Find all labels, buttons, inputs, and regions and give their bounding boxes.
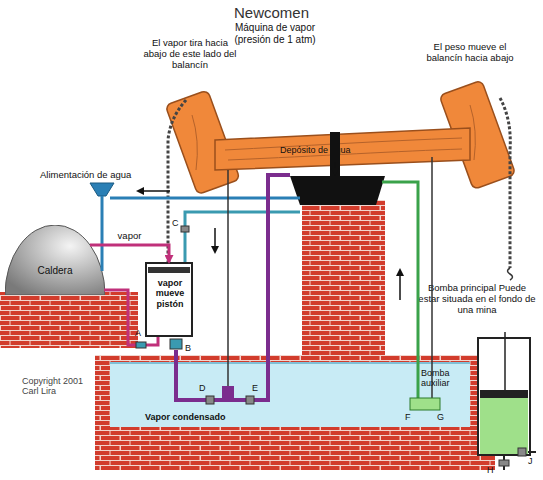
flow-arrow [214,228,216,252]
valve-letter: C [172,218,182,228]
pond-brick-base [95,355,495,470]
valve-letter: J [528,456,540,466]
valve [206,396,214,404]
part-label: Bomba auxiliar [421,368,476,389]
plug-bucket [222,386,234,398]
dome-shape [5,225,105,295]
dome-outline [5,225,105,295]
valve-letter: E [252,383,262,393]
left-chain [168,100,186,264]
beam-grain [225,138,462,160]
diagram-title: Newcomen [0,4,543,21]
feed-funnel [90,183,114,196]
annotation: El vapor tira hacia abajo de este lado d… [140,38,240,71]
condensate-pond: Vapor condensado [110,362,470,427]
valve-letter: F [405,412,415,422]
feed-pipe [110,197,300,200]
subtitle: Máquina de vapor (presión de 1 atm) [225,22,325,45]
valve [170,339,182,349]
pointer-arrow [334,162,336,174]
main-pump-cylinder [478,338,530,455]
water-tank [290,176,385,205]
aux-pump-rod [431,157,433,398]
copyright-note: Copyright 2001 Carl Lira [22,376,102,397]
node-label: Caldera [5,265,105,276]
valve [246,396,254,404]
pump-piston [480,390,528,398]
node-label: vapor mueve pistón [148,278,192,309]
part-label: Alimentación de agua [40,170,160,181]
aux-pump-body [410,398,440,410]
valve-letter: B [185,343,195,353]
valve-letter: D [199,383,209,393]
valve [518,448,526,456]
annotation: El peso mueve el balancín hacia abajo [415,42,525,64]
rope-squiggle [508,268,513,280]
flow-arrow [138,190,170,192]
injection-pipe [185,212,300,262]
part-label: Depósito de agua [280,145,370,155]
valve [136,342,146,348]
valve-letter: G [437,412,447,422]
flow-arrow [399,270,401,300]
valve-letter: H [487,465,497,475]
valve-letter: A [135,328,145,338]
node-label: Bomba principal Puede estar situada en e… [418,283,536,316]
right-chain [500,98,510,268]
valve [499,460,509,466]
plug-rod [227,170,229,386]
edge-label: vapor [108,231,152,242]
steam-pipe-connector [90,245,169,262]
pump-water [480,398,528,454]
piston [148,267,190,273]
feed-down-pipe [101,196,104,271]
steam-cylinder: vapor mueve pistón [145,262,193,337]
node-label: Vapor condensado [145,412,226,422]
brick-column [302,200,385,365]
valve [181,226,189,232]
boiler-dome: Caldera [5,225,105,295]
boiler-brick-base [0,292,138,348]
piston-art [147,266,191,276]
pump-rod [504,332,506,390]
